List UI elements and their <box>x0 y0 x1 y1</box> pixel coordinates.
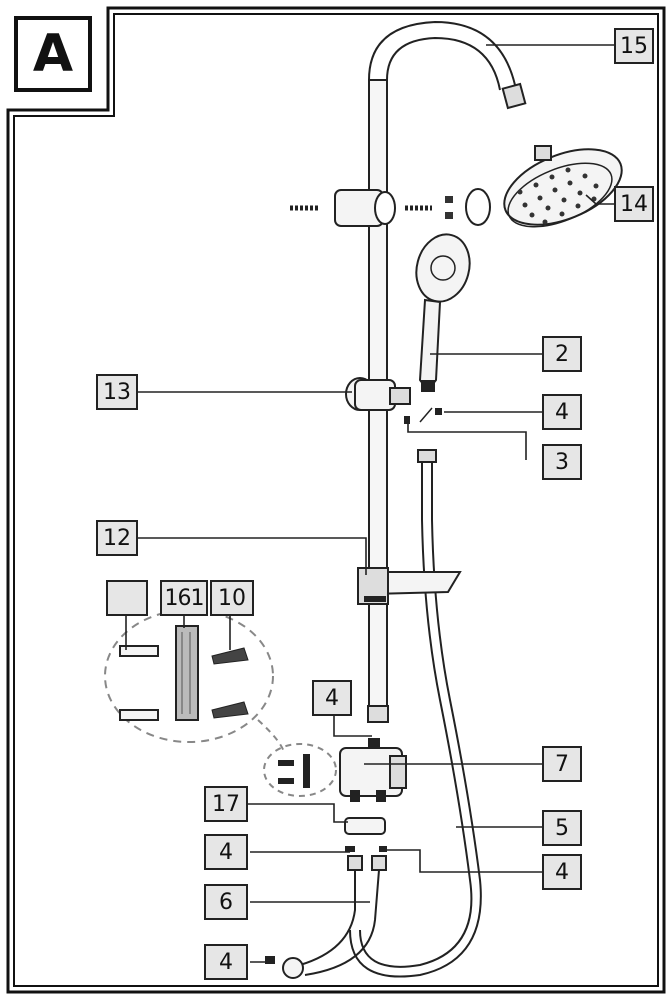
sliding-holder <box>345 377 411 411</box>
connector-line <box>419 407 433 423</box>
callout-3: 3 <box>542 444 582 480</box>
hand-shower <box>415 233 471 392</box>
callout-4-left: 4 <box>204 834 248 870</box>
callout-4-clamp: 4 <box>312 680 352 716</box>
connector-hose <box>265 855 387 979</box>
panel-letter-box: A <box>14 16 92 92</box>
callout-5: 5 <box>542 810 582 846</box>
inner-frame <box>13 13 659 987</box>
callout-blank <box>106 580 148 616</box>
panel-letter: A <box>32 24 74 84</box>
callout-dash <box>257 719 285 753</box>
callout-4-bottom: 4 <box>204 944 248 980</box>
diverter-valve <box>339 738 407 802</box>
rain-shower-head <box>503 145 623 228</box>
top-wall-bracket <box>290 188 491 227</box>
callout-4-right: 4 <box>542 854 582 890</box>
callout-14: 14 <box>614 186 654 222</box>
callout-7: 7 <box>542 746 582 782</box>
callout-10: 10 <box>210 580 254 616</box>
callout-16: 16 <box>164 586 192 611</box>
outer-frame <box>6 6 666 994</box>
washer-right <box>379 846 387 852</box>
callout-12: 12 <box>96 520 138 556</box>
fixings-group <box>104 609 274 743</box>
nut-part <box>404 416 410 424</box>
callout-1: 1 <box>190 586 205 611</box>
leader-lines <box>125 44 614 963</box>
callout-2: 2 <box>542 336 582 372</box>
callout-17: 17 <box>204 786 248 822</box>
soap-dish <box>357 567 462 605</box>
callout-15: 15 <box>614 28 654 64</box>
washer-part <box>435 408 442 415</box>
shower-rail <box>367 20 527 723</box>
callout-6: 6 <box>204 884 248 920</box>
bracket-17 <box>344 817 386 835</box>
washer-left <box>345 846 355 852</box>
callout-4-top: 4 <box>542 394 582 430</box>
shower-hose <box>359 460 473 968</box>
lower-clamp-detail <box>263 743 337 797</box>
callout-16-1: 161 <box>160 580 208 616</box>
callout-13: 13 <box>96 374 138 410</box>
